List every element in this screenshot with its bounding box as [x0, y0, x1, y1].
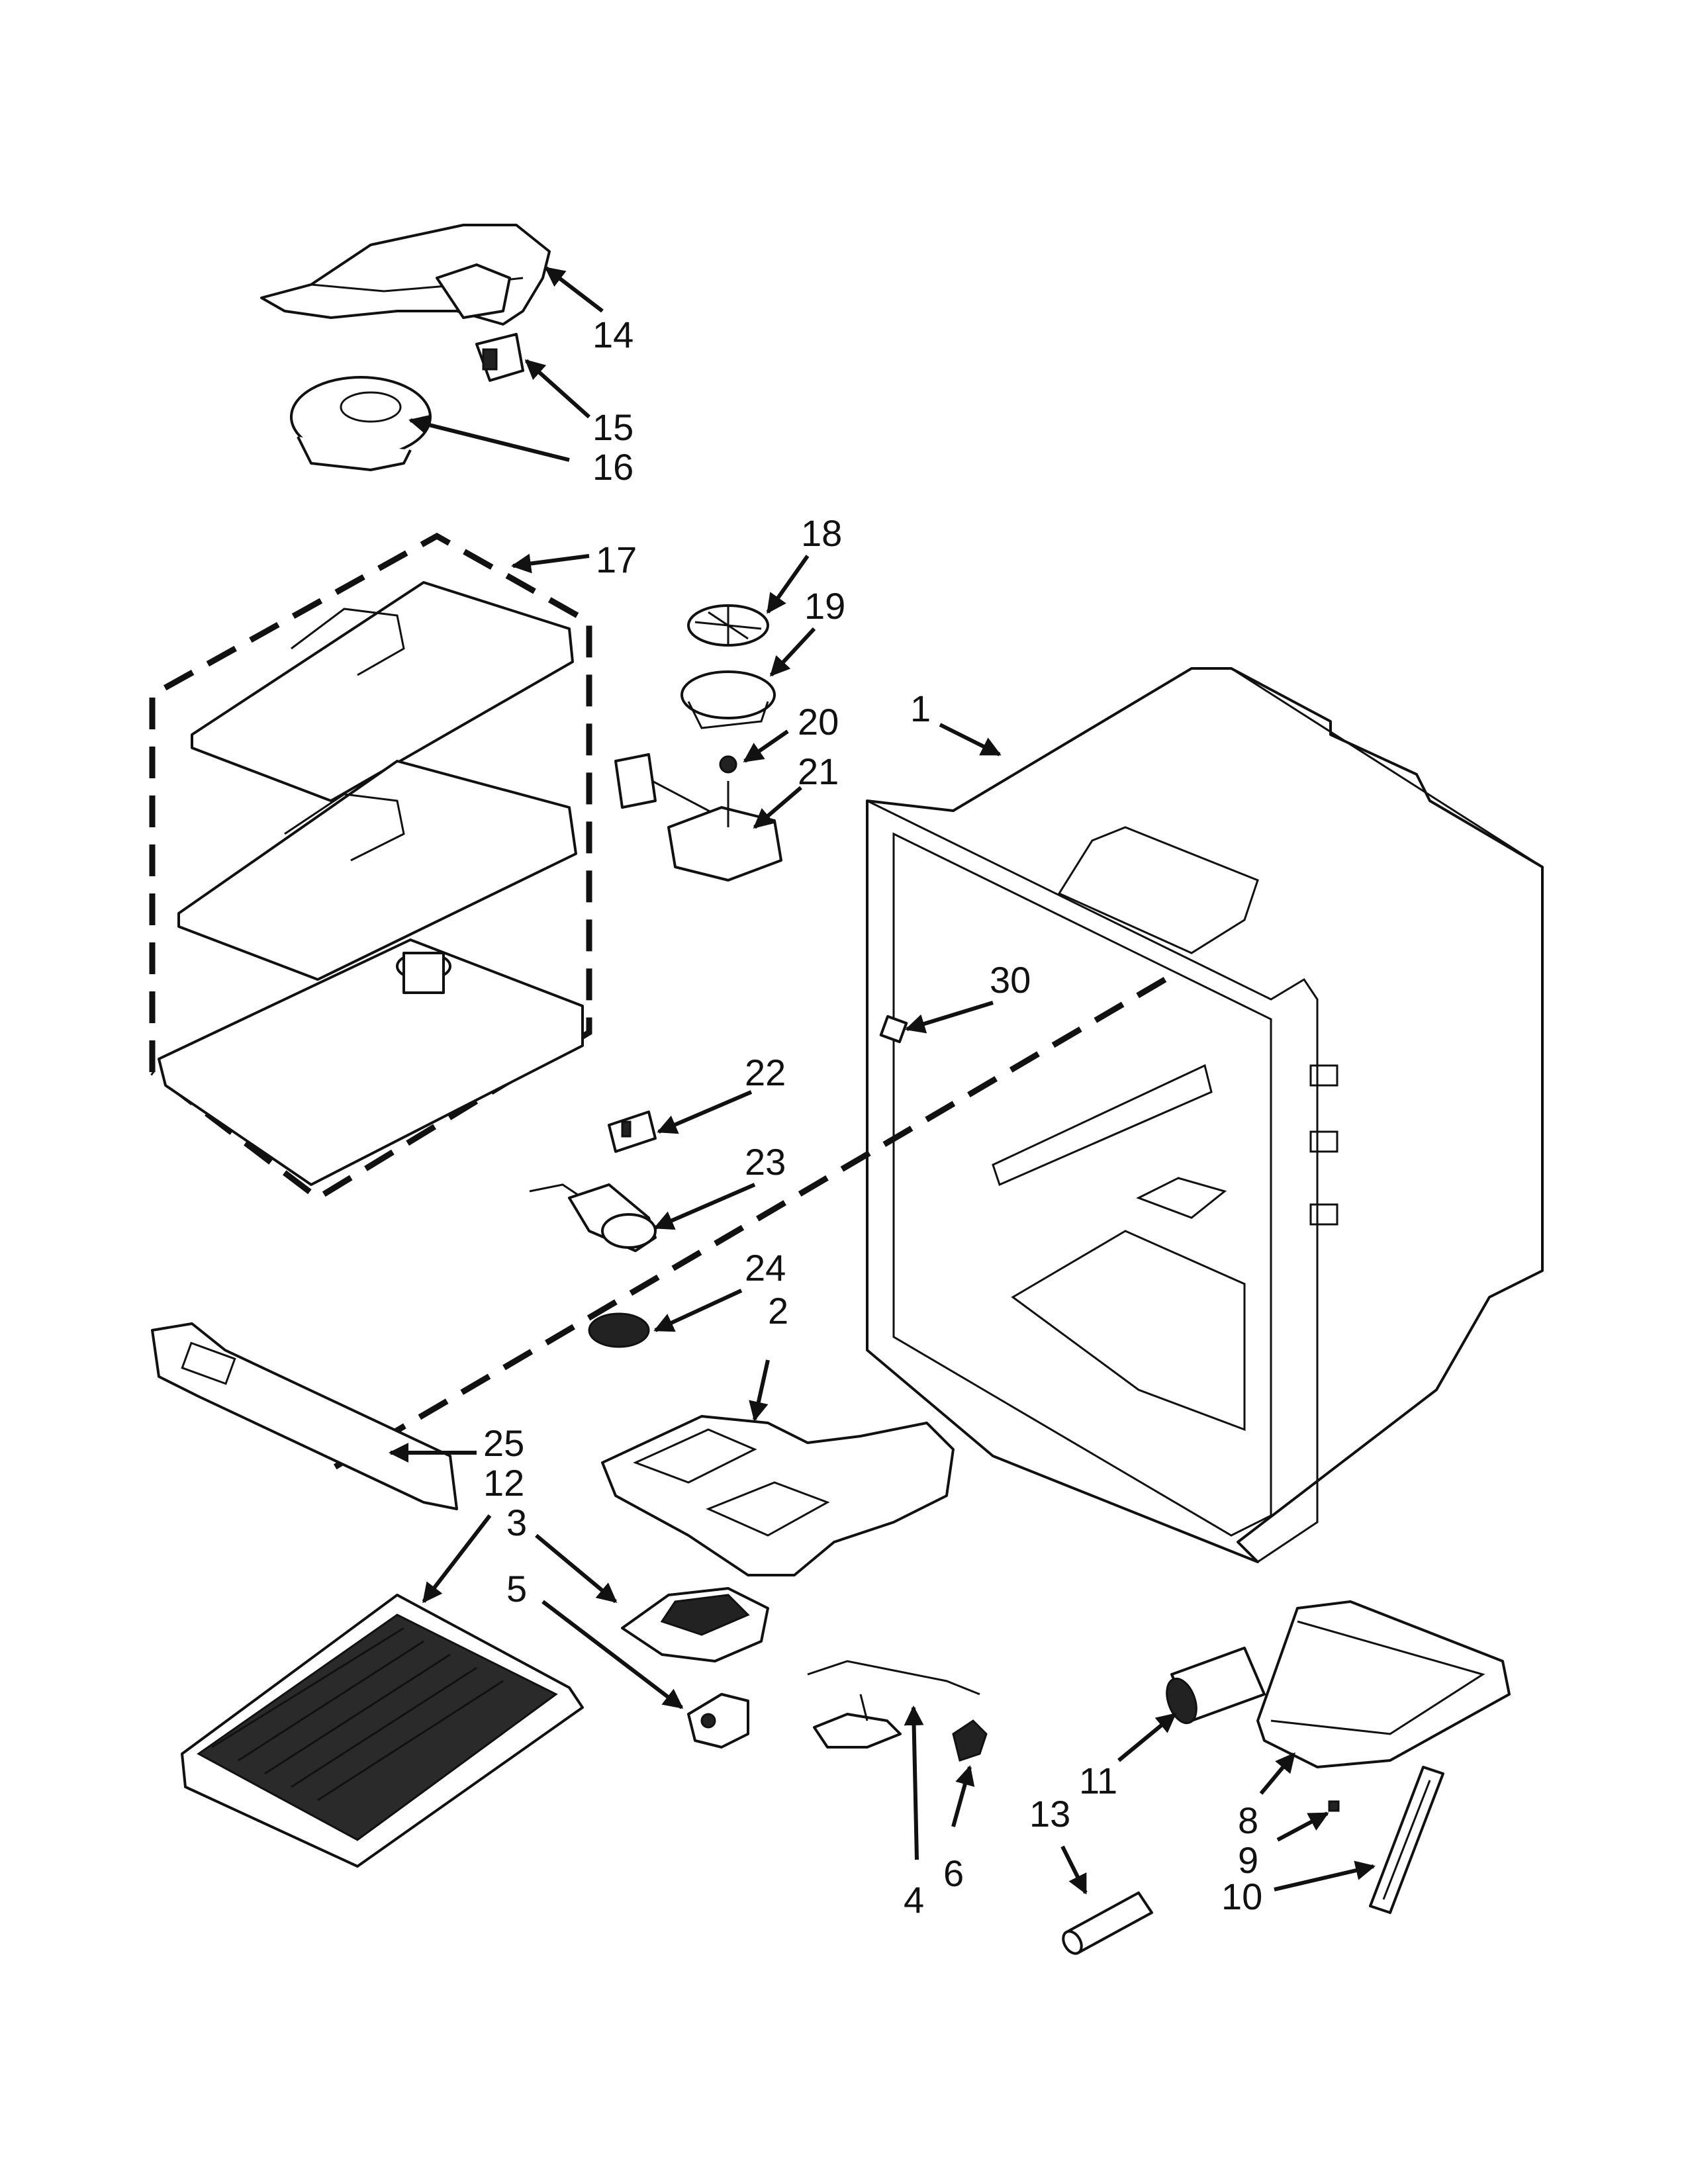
part-6-connector — [952, 1719, 988, 1762]
leader-lines — [389, 266, 1376, 1895]
part-11-cylinder — [1166, 1647, 1266, 1725]
part-30-clip — [879, 1015, 908, 1044]
part-9-clip — [1328, 1800, 1340, 1812]
part-20-spacer — [719, 755, 737, 774]
callout-11: 11 — [1079, 1760, 1117, 1801]
callout-15: 15 — [592, 406, 633, 448]
part-25-rail — [151, 1322, 458, 1510]
callout-8: 8 — [1238, 1799, 1258, 1841]
part-17-housing — [158, 581, 584, 1186]
callout-6: 6 — [943, 1852, 964, 1894]
callout-1: 1 — [910, 688, 931, 729]
part-23-light-housing — [529, 1183, 657, 1252]
callout-22: 22 — [745, 1052, 786, 1093]
callout-16: 16 — [592, 446, 633, 488]
assembly-line — [329, 977, 1167, 1472]
callout-9: 9 — [1238, 1839, 1258, 1881]
part-13-tube — [1062, 1891, 1153, 1955]
callout-17: 17 — [596, 539, 637, 580]
callout-25: 25 — [483, 1422, 524, 1464]
callout-23: 23 — [745, 1141, 786, 1183]
callout-12: 12 — [483, 1462, 524, 1504]
callout-13: 13 — [1029, 1793, 1070, 1835]
part-16-fan-shroud — [290, 376, 432, 471]
callout-21: 21 — [798, 751, 839, 792]
part-15-switch — [475, 333, 524, 382]
callout-18: 18 — [801, 512, 842, 554]
part-8-tray — [1256, 1600, 1511, 1768]
callout-30: 30 — [990, 959, 1031, 1001]
callout-2: 2 — [768, 1290, 788, 1332]
part-5-valve — [687, 1693, 749, 1749]
part-14-cover — [260, 224, 551, 326]
part-24-disc — [588, 1312, 650, 1348]
callout-20: 20 — [798, 701, 839, 743]
callout-19: 19 — [804, 585, 845, 627]
callout-3: 3 — [506, 1502, 527, 1543]
part-12-screen — [181, 1594, 584, 1868]
callout-labels: 1 2 3 4 5 6 8 9 10 11 12 13 14 15 16 17 … — [483, 314, 1262, 1921]
part-18-fan-blade — [687, 604, 769, 647]
part-1-liner — [866, 667, 1544, 1563]
callout-24: 24 — [745, 1247, 786, 1289]
part-4-thermistor — [807, 1660, 980, 1749]
callout-5: 5 — [506, 1568, 527, 1610]
part-3-filter-housing — [621, 1587, 769, 1662]
callout-10: 10 — [1221, 1876, 1262, 1917]
callout-4: 4 — [904, 1879, 924, 1921]
part-19-fan-plate — [680, 670, 776, 729]
part-21-fan-motor — [614, 753, 782, 882]
part-10-rail — [1369, 1766, 1444, 1914]
callout-14: 14 — [592, 314, 633, 355]
part-22-switch — [608, 1111, 657, 1153]
part-2-control-housing — [601, 1415, 955, 1576]
